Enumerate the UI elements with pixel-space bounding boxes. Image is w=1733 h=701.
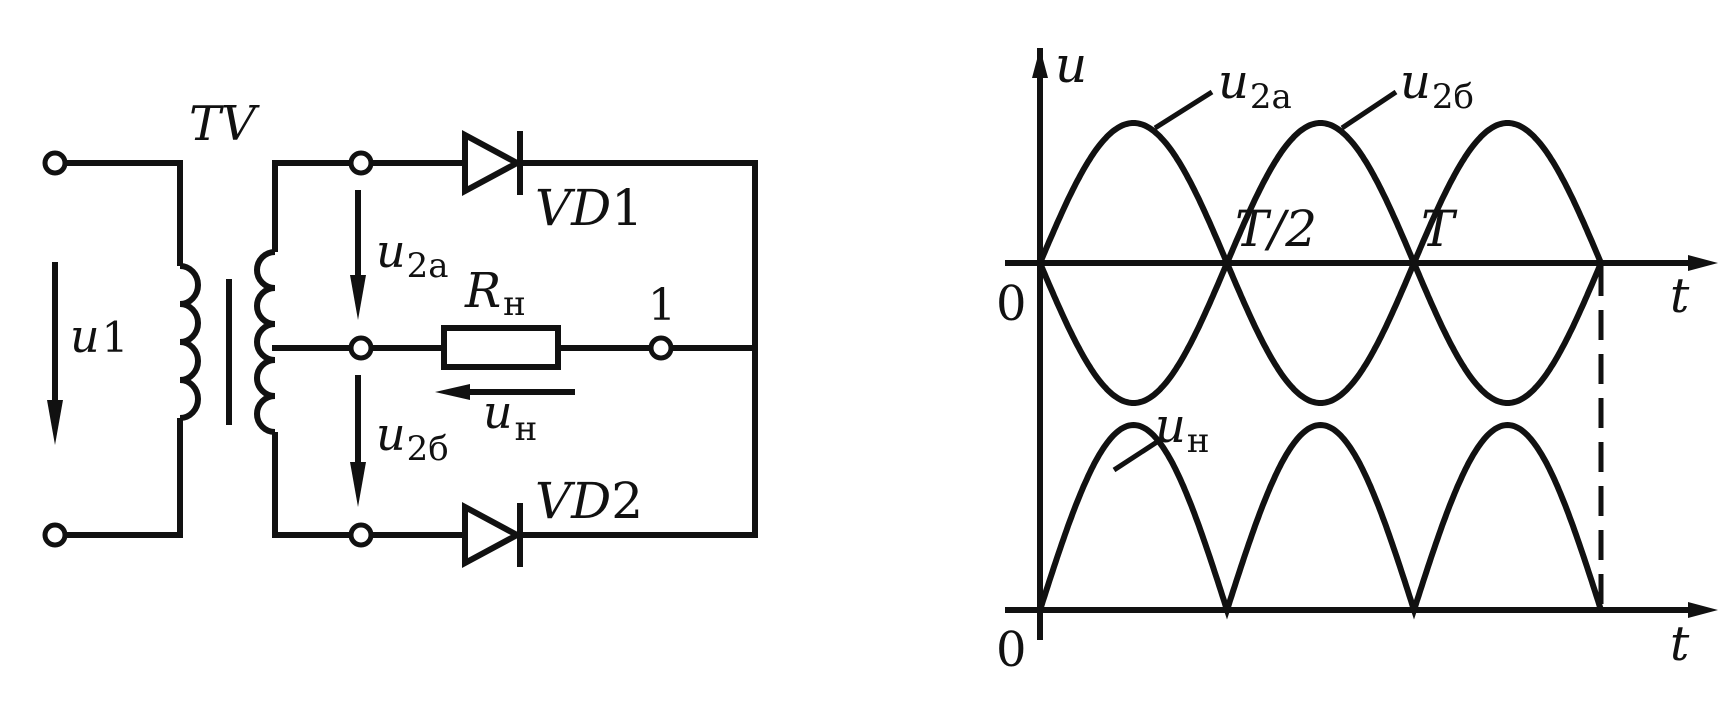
curve-load-voltage <box>1037 421 1604 620</box>
label-u2b: u2б <box>376 407 449 469</box>
period-label: T <box>1421 200 1458 258</box>
primary-winding <box>177 160 201 538</box>
waveform-graph: u t t 0 0 T/2 T u2а u2б uн <box>996 36 1718 678</box>
label-vd1: VD1 <box>535 179 643 237</box>
label-node-1: 1 <box>648 280 676 331</box>
label-u1: u1 <box>70 309 128 363</box>
y-axis-arrowhead <box>1032 48 1048 78</box>
y-axis-label: u <box>1055 36 1087 94</box>
leader-u2a <box>1153 89 1214 131</box>
rectifier-circuit: TV u1 u2а u2б Rн uн 1 VD1 VD2 <box>42 96 758 569</box>
x-axis-upper-arrowhead <box>1688 255 1718 271</box>
secondary-winding <box>254 160 351 538</box>
origin-label-lower: 0 <box>996 622 1027 678</box>
transformer-label: TV <box>189 96 260 152</box>
origin-label-upper: 0 <box>996 276 1027 332</box>
input-terminal-top <box>42 150 68 176</box>
diode-vd1 <box>462 129 524 197</box>
curve-u2a <box>1037 120 1604 406</box>
curve-u2b <box>1037 120 1604 406</box>
diode-vd2 <box>462 501 524 569</box>
leader-un <box>1112 437 1162 473</box>
terminal-upper <box>348 150 374 176</box>
arrow-u2a <box>350 190 366 320</box>
terminal-center-tap <box>348 335 374 361</box>
half-period-label: T/2 <box>1235 200 1317 258</box>
arrow-u2b <box>350 375 366 507</box>
arrow-u1 <box>47 262 63 445</box>
curve-label-un: uн <box>1155 398 1210 461</box>
input-terminal-bottom <box>42 522 68 548</box>
load-resistor <box>441 325 561 370</box>
leader-u2b <box>1340 89 1398 131</box>
terminal-lower <box>348 522 374 548</box>
label-resistor: Rн <box>464 263 526 324</box>
label-u2a: u2а <box>376 224 449 286</box>
node-1-terminal <box>648 335 674 361</box>
x-axis-label-upper: t <box>1670 268 1690 324</box>
x-axis-label-lower: t <box>1670 616 1690 672</box>
curve-label-u2a: u2а <box>1218 54 1292 117</box>
label-load-voltage: uн <box>483 385 537 449</box>
x-axis-lower-arrowhead <box>1688 602 1718 618</box>
arrow-load-voltage <box>435 384 575 400</box>
curve-label-u2b: u2б <box>1400 54 1474 117</box>
label-vd2: VD2 <box>535 472 643 530</box>
